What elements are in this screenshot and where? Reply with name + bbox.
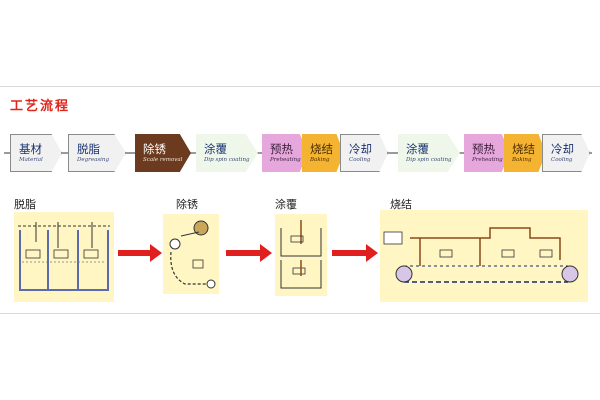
- stage-label-degreasing: 脱脂: [14, 198, 36, 211]
- step-degreasing: 脱脂 Degreasing: [68, 134, 126, 172]
- step-sublabel: Preheating: [270, 156, 301, 163]
- step-coating-2: 涂覆 Dip spin coating: [398, 134, 460, 172]
- step-label: 预热: [270, 141, 293, 156]
- process-title: 工艺流程: [10, 99, 71, 114]
- step-label: 涂覆: [406, 141, 429, 156]
- step-label: 冷却: [551, 141, 574, 156]
- step-scale-removal: 除锈 Scale removal: [135, 134, 191, 172]
- step-sublabel: Degreasing: [77, 156, 109, 163]
- step-sublabel: Cooling: [349, 156, 371, 163]
- step-sublabel: Cooling: [551, 156, 573, 163]
- scale-removal-illustration: [163, 214, 219, 294]
- arrow-right-icon: [226, 244, 272, 266]
- stage-label-scale-removal: 除锈: [176, 198, 198, 211]
- step-baking-1: 烧结 Baking: [302, 134, 344, 172]
- degreasing-illustration: [14, 212, 114, 302]
- step-sublabel: Baking: [310, 156, 330, 163]
- step-sublabel: Baking: [512, 156, 532, 163]
- step-coating-1: 涂覆 Dip spin coating: [196, 134, 258, 172]
- step-label: 基材: [19, 141, 42, 156]
- step-cooling-2: 冷却 Cooling: [542, 134, 590, 172]
- step-label: 涂覆: [204, 141, 227, 156]
- step-sublabel: Dip spin coating: [406, 156, 452, 163]
- step-label: 脱脂: [77, 141, 100, 156]
- step-preheating-2: 预热 Preheating: [464, 134, 510, 172]
- step-sublabel: Scale removal: [143, 156, 183, 163]
- arrow-right-icon: [118, 244, 162, 266]
- step-label: 除锈: [143, 141, 166, 156]
- baking-illustration: [380, 210, 588, 302]
- step-preheating-1: 预热 Preheating: [262, 134, 308, 172]
- step-sublabel: Preheating: [472, 156, 503, 163]
- step-sublabel: Material: [19, 156, 43, 163]
- stage-label-baking: 烧结: [390, 198, 412, 211]
- step-material: 基材 Material: [10, 134, 62, 172]
- step-label: 预热: [472, 141, 495, 156]
- step-baking-2: 烧结 Baking: [504, 134, 546, 172]
- step-label: 烧结: [310, 141, 333, 156]
- coating-illustration: [275, 214, 327, 296]
- step-label: 烧结: [512, 141, 535, 156]
- arrow-right-icon: [332, 244, 378, 266]
- step-label: 冷却: [349, 141, 372, 156]
- step-sublabel: Dip spin coating: [204, 156, 250, 163]
- stage-label-coating: 涂覆: [275, 198, 297, 211]
- step-cooling-1: 冷却 Cooling: [340, 134, 388, 172]
